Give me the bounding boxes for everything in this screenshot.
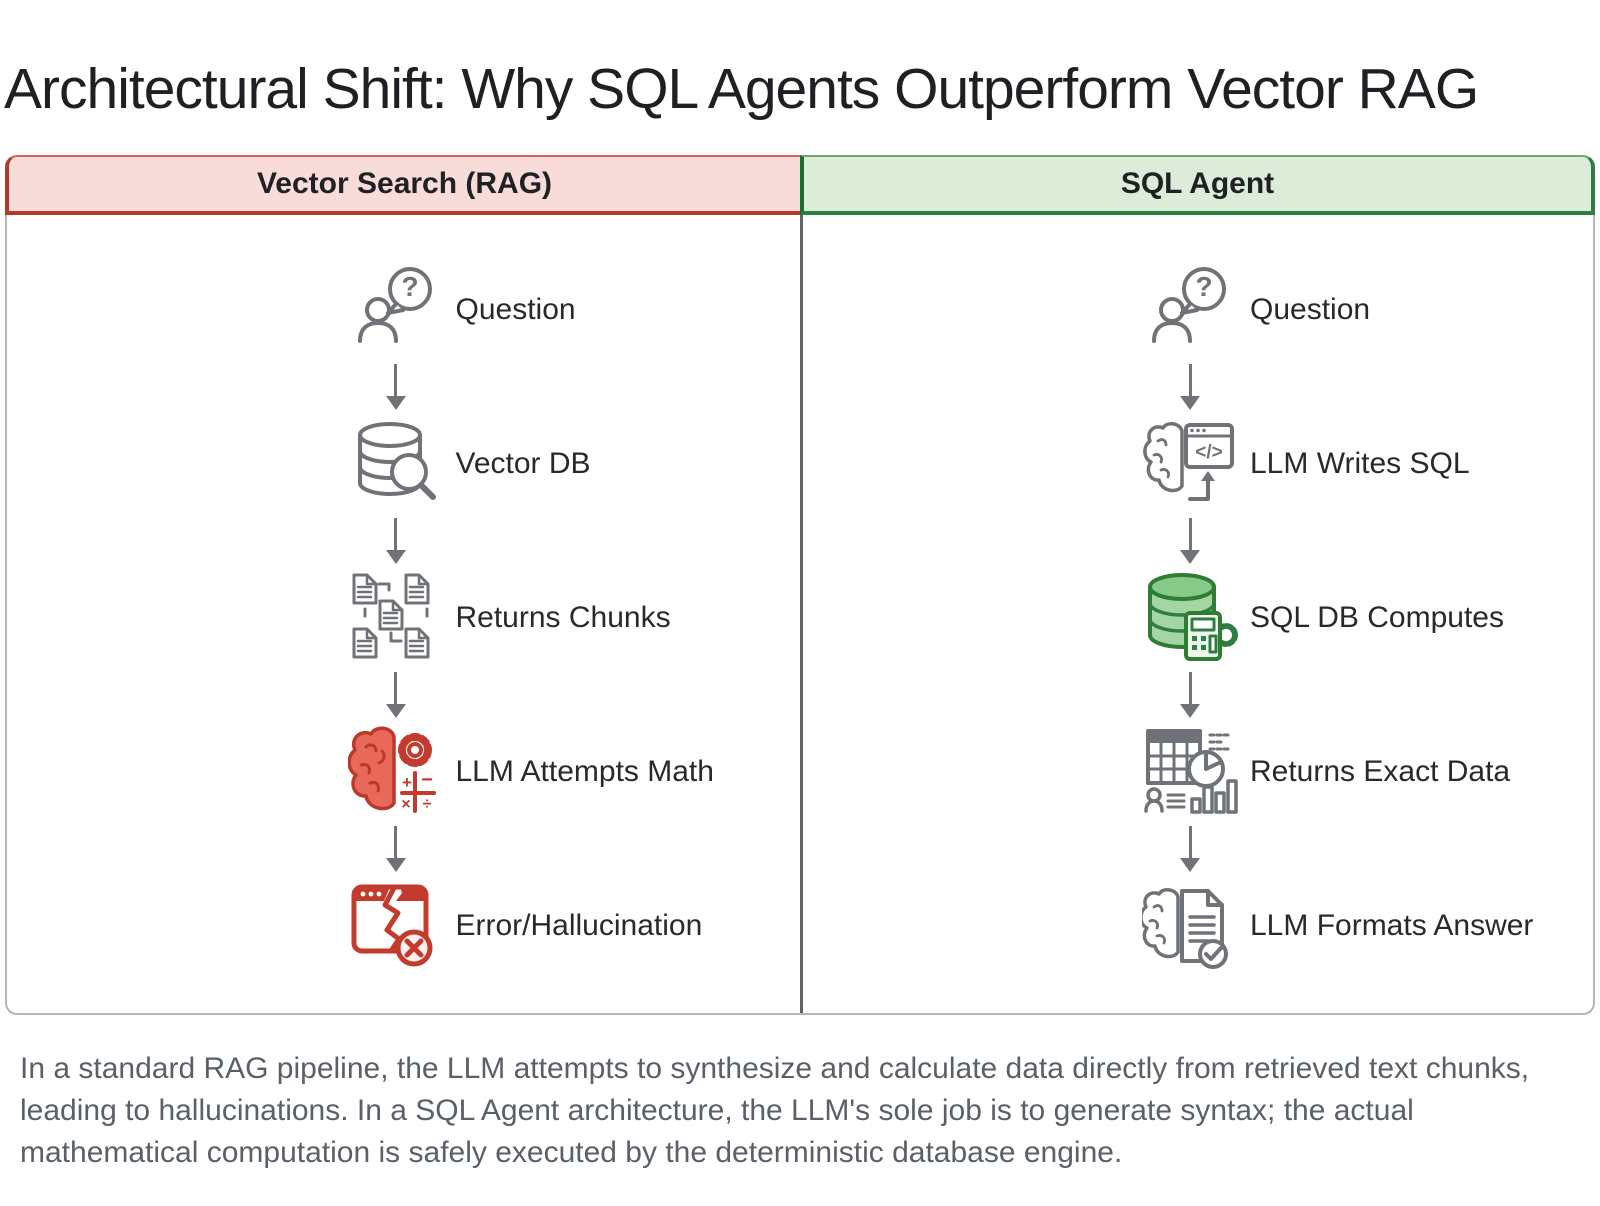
sql-flow-column: ? Question bbox=[800, 215, 1593, 1013]
flow-step: ? Question bbox=[7, 261, 800, 358]
comparison-panel: Vector Search (RAG) SQL Agent ? bbox=[5, 155, 1595, 1015]
document-chunks-icon bbox=[348, 569, 444, 665]
svg-text:−: − bbox=[421, 769, 433, 791]
panel-body: ? Question bbox=[5, 215, 1595, 1015]
sql-db-calculator-icon bbox=[1142, 569, 1238, 665]
flow-step: + − × ÷ LLM Attempts Math bbox=[7, 723, 800, 820]
page-title: Architectural Shift: Why SQL Agents Outp… bbox=[4, 57, 1479, 121]
step-label: Returns Chunks bbox=[455, 600, 671, 634]
flow-arrow-down bbox=[385, 820, 406, 877]
flow-step: </> LLM Writes SQL bbox=[803, 415, 1593, 512]
svg-text:?: ? bbox=[401, 271, 418, 302]
flow-arrow-down bbox=[1180, 666, 1200, 723]
flow-arrow-down bbox=[385, 666, 406, 723]
step-label: LLM Formats Answer bbox=[1250, 908, 1534, 942]
brain-code-icon: </> bbox=[1142, 415, 1238, 511]
svg-text:</>: </> bbox=[1195, 442, 1222, 463]
step-label: LLM Attempts Math bbox=[455, 754, 714, 788]
vector-db-search-icon bbox=[348, 415, 444, 511]
sql-column-header: SQL Agent bbox=[800, 155, 1595, 215]
svg-text:×: × bbox=[401, 796, 410, 813]
person-question-icon: ? bbox=[1142, 261, 1238, 357]
step-label: Returns Exact Data bbox=[1250, 754, 1511, 788]
broken-window-error-icon bbox=[348, 877, 444, 973]
brain-math-icon: + − × ÷ bbox=[347, 723, 444, 819]
flow-step: Error/Hallucination bbox=[7, 877, 800, 974]
flow-step: Vector DB bbox=[7, 415, 800, 512]
brain-document-check-icon bbox=[1142, 877, 1238, 973]
rag-flow-column: ? Question bbox=[7, 215, 800, 1013]
step-label: Vector DB bbox=[455, 446, 591, 480]
step-label: Question bbox=[1250, 292, 1371, 326]
flow-arrow-down bbox=[1180, 512, 1200, 569]
flow-arrow-down bbox=[385, 512, 406, 569]
step-label: SQL DB Computes bbox=[1250, 600, 1504, 634]
person-question-icon: ? bbox=[348, 261, 444, 357]
step-label: Question bbox=[455, 292, 576, 326]
table-charts-icon bbox=[1142, 723, 1238, 819]
flow-step: LLM Formats Answer bbox=[803, 877, 1593, 974]
step-label: LLM Writes SQL bbox=[1250, 446, 1470, 480]
flow-step: SQL DB Computes bbox=[803, 569, 1593, 666]
footer-paragraph: In a standard RAG pipeline, the LLM atte… bbox=[20, 1052, 1530, 1169]
flow-arrow-down bbox=[385, 358, 406, 415]
flow-arrow-down bbox=[1180, 820, 1200, 877]
panel-headers: Vector Search (RAG) SQL Agent bbox=[5, 155, 1595, 215]
flow-step: Returns Exact Data bbox=[803, 723, 1593, 820]
flow-step: ? Question bbox=[803, 261, 1593, 358]
flow-step: Returns Chunks bbox=[7, 569, 800, 666]
step-label: Error/Hallucination bbox=[455, 908, 703, 942]
svg-text:?: ? bbox=[1195, 271, 1212, 302]
rag-column-header: Vector Search (RAG) bbox=[5, 155, 800, 215]
svg-text:+: + bbox=[402, 773, 412, 792]
flow-arrow-down bbox=[1180, 358, 1200, 415]
svg-text:÷: ÷ bbox=[422, 796, 431, 813]
